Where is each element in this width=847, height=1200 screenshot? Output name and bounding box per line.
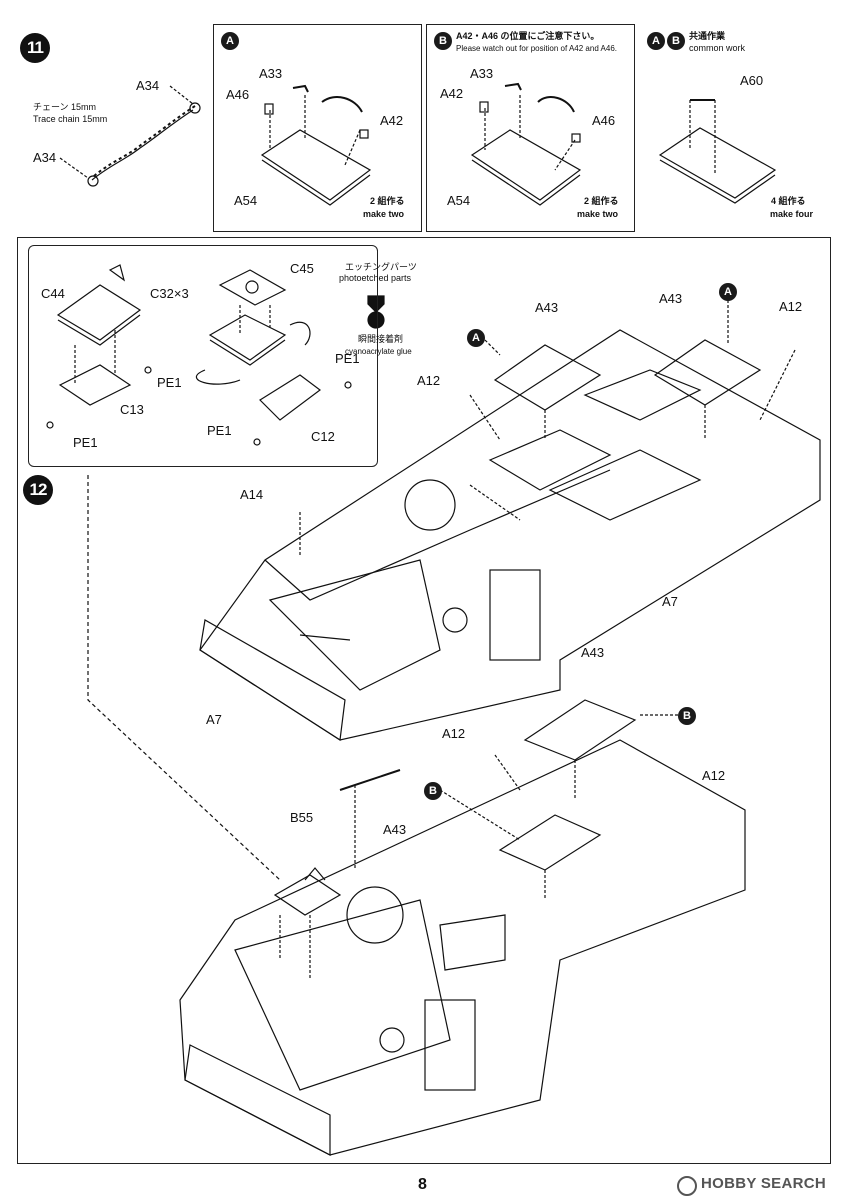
- step-12-number: 12: [23, 475, 53, 505]
- common-title-ja: 共通作業: [689, 31, 726, 41]
- legend-glue-en: cyanoacrylate glue: [345, 347, 412, 356]
- inset-part-c32: C32×3: [150, 286, 189, 301]
- step-11-panel-a: [213, 24, 422, 232]
- panel-a-qty-ja: 2 組作る: [370, 196, 405, 206]
- inset-part-pe1-c: PE1: [335, 351, 360, 366]
- panel-b-badge: B: [434, 32, 452, 50]
- lower-part-a12-left: A12: [442, 726, 466, 741]
- inset-part-pe1-b: PE1: [73, 435, 98, 450]
- common-qty-ja: 4 組作る: [771, 196, 806, 206]
- part-a34-bottom: A34: [33, 150, 57, 165]
- panel-b-part-a46: A46: [592, 113, 616, 128]
- panel-a-qty-en: make two: [363, 209, 405, 219]
- upper-part-a43-right: A43: [659, 291, 683, 306]
- panel-b-qty-en: make two: [577, 209, 619, 219]
- common-qty-en: make four: [770, 209, 814, 219]
- inset-part-c13: C13: [120, 402, 144, 417]
- step-11-number: 11: [20, 33, 50, 63]
- inset-part-pe1-a: PE1: [157, 375, 182, 390]
- common-badge-b: B: [667, 32, 685, 50]
- panel-b-note-en: Please watch out for position of A42 and…: [456, 44, 617, 53]
- watermark-icon: [677, 1176, 697, 1196]
- upper-part-a7-right: A7: [662, 594, 678, 609]
- panel-a-part-a46: A46: [226, 87, 250, 102]
- chain-label-ja: チェーン 15mm: [33, 102, 97, 112]
- step-12-inset-panel: [28, 245, 378, 467]
- legend-pe-ja: エッチングパーツ: [345, 262, 417, 272]
- upper-part-a12-left: A12: [417, 373, 441, 388]
- panel-b-part-a54: A54: [447, 193, 471, 208]
- step-12-frame: [17, 237, 831, 1164]
- panel-a-part-a42: A42: [380, 113, 404, 128]
- lower-part-b55: B55: [290, 810, 314, 825]
- panel-b-part-a33: A33: [470, 66, 494, 81]
- lower-part-a12-right: A12: [702, 768, 726, 783]
- upper-part-a7-left: A7: [206, 712, 222, 727]
- inset-part-c45: C45: [290, 261, 314, 276]
- inset-part-c44: C44: [41, 286, 65, 301]
- upper-badge-a-left: A: [467, 329, 485, 347]
- part-a34-top: A34: [136, 78, 160, 93]
- upper-part-a43-left: A43: [535, 300, 559, 315]
- chain-label-en: Trace chain 15mm: [33, 114, 108, 124]
- watermark-text: HOBBY SEARCH: [701, 1175, 827, 1192]
- panel-a-part-a33: A33: [259, 66, 283, 81]
- upper-part-a14: A14: [240, 487, 264, 502]
- inset-part-pe1-d: PE1: [207, 423, 232, 438]
- panel-b-qty-ja: 2 組作る: [584, 196, 619, 206]
- common-badge-a: A: [647, 32, 665, 50]
- panel-b-note-ja: A42・A46 の位置にご注意下さい。: [456, 31, 600, 41]
- common-title-en: common work: [689, 43, 746, 53]
- legend-glue-ja: 瞬間接着剤: [358, 334, 404, 344]
- lower-part-a43-mid: A43: [383, 822, 407, 837]
- page-number: 8: [418, 1176, 427, 1193]
- panel-b-part-a42: A42: [440, 86, 464, 101]
- legend-pe-en: photoetched parts: [339, 273, 412, 283]
- upper-part-a12-right: A12: [779, 299, 803, 314]
- lower-badge-b-mid: B: [424, 782, 442, 800]
- inset-part-c12: C12: [311, 429, 335, 444]
- lower-badge-b-top: B: [678, 707, 696, 725]
- panel-a-badge: A: [221, 32, 239, 50]
- step-11-panel-b: [426, 24, 635, 232]
- panel-a-part-a54: A54: [234, 193, 258, 208]
- upper-badge-a-right: A: [719, 283, 737, 301]
- lower-part-a43-top: A43: [581, 645, 605, 660]
- common-part-a60: A60: [740, 73, 764, 88]
